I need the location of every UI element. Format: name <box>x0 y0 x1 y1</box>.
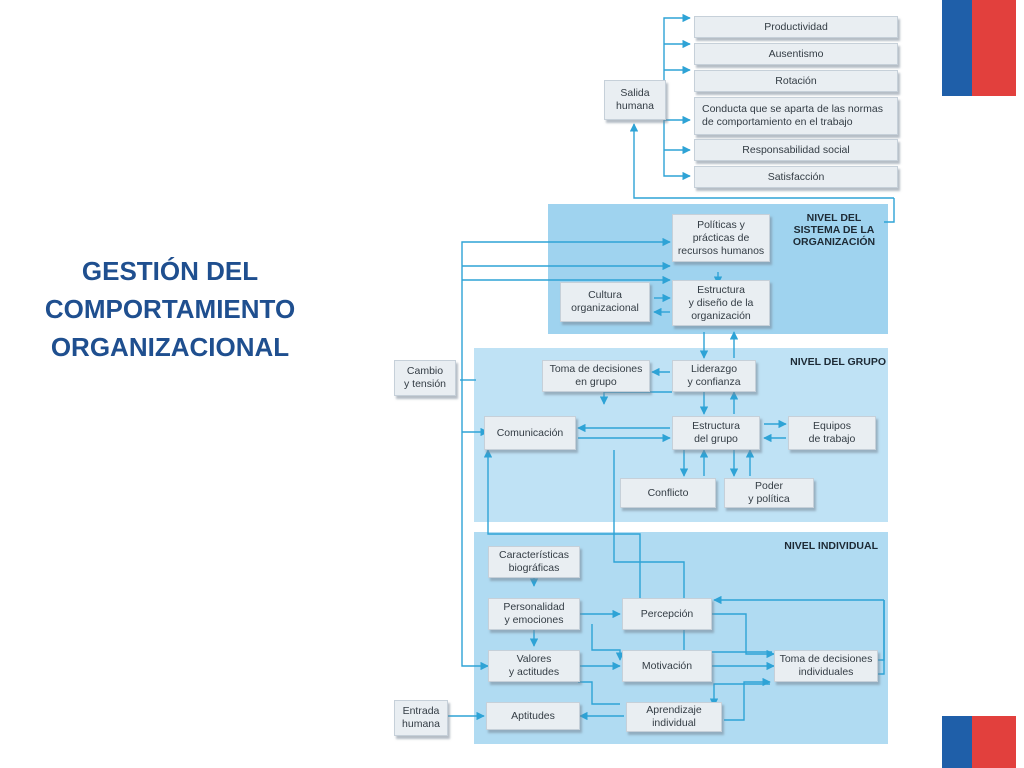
output-responsabilidad-social: Responsabilidad social <box>694 139 898 161</box>
salida-humana-box: Salida humana <box>604 80 666 120</box>
flag-bottom-blue-stripe <box>942 716 972 768</box>
cultura-organizacional-box: Cultura organizacional <box>560 282 650 322</box>
motivacion-box: Motivación <box>622 650 712 682</box>
group-level-label: NIVEL DEL GRUPO <box>790 356 886 368</box>
aptitudes-box: Aptitudes <box>486 702 580 730</box>
cambio-tension-box: Cambio y tensión <box>394 360 456 396</box>
ob-model-diagram: Salida humana Productividad Ausentismo R… <box>384 14 908 754</box>
output-conducta: Conducta que se aparta de las normas de … <box>694 97 898 135</box>
entrada-humana-box: Entrada humana <box>394 700 448 736</box>
output-ausentismo: Ausentismo <box>694 43 898 65</box>
poder-politica-box: Poder y política <box>724 478 814 508</box>
politicas-rh-box: Políticas y prácticas de recursos humano… <box>672 214 770 262</box>
equipos-trabajo-box: Equipos de trabajo <box>788 416 876 450</box>
aprendizaje-individual-box: Aprendizaje individual <box>626 702 722 732</box>
estructura-grupo-box: Estructura del grupo <box>672 416 760 450</box>
org-level-label: NIVEL DEL SISTEMA DE LA ORGANIZACIÓN <box>792 212 876 248</box>
caracteristicas-biograficas-box: Características biográficas <box>488 546 580 578</box>
flag-bottom-red-stripe <box>972 716 1016 768</box>
slide-title: GESTIÓN DEL COMPORTAMIENTO ORGANIZACIONA… <box>10 252 330 366</box>
flag-top-red-stripe <box>972 0 1016 96</box>
valores-actitudes-box: Valores y actitudes <box>488 650 580 682</box>
slide-title-line-3: ORGANIZACIONAL <box>50 332 290 362</box>
output-productividad: Productividad <box>694 16 898 38</box>
comunicacion-box: Comunicación <box>484 416 576 450</box>
estructura-organizacion-box: Estructura y diseño de la organización <box>672 280 770 326</box>
personalidad-emociones-box: Personalidad y emociones <box>488 598 580 630</box>
individual-level-label: NIVEL INDIVIDUAL <box>784 540 878 552</box>
conflicto-box: Conflicto <box>620 478 716 508</box>
liderazgo-confianza-box: Liderazgo y confianza <box>672 360 756 392</box>
output-satisfaccion: Satisfacción <box>694 166 898 188</box>
percepcion-box: Percepción <box>622 598 712 630</box>
toma-decisiones-grupo-box: Toma de decisiones en grupo <box>542 360 650 392</box>
toma-decisiones-individuales-box: Toma de decisiones individuales <box>774 650 878 682</box>
slide-title-line-1: GESTIÓN DEL <box>81 256 259 286</box>
slide-title-line-2: COMPORTAMIENTO <box>44 294 296 324</box>
output-rotacion: Rotación <box>694 70 898 92</box>
flag-top-blue-stripe <box>942 0 972 96</box>
